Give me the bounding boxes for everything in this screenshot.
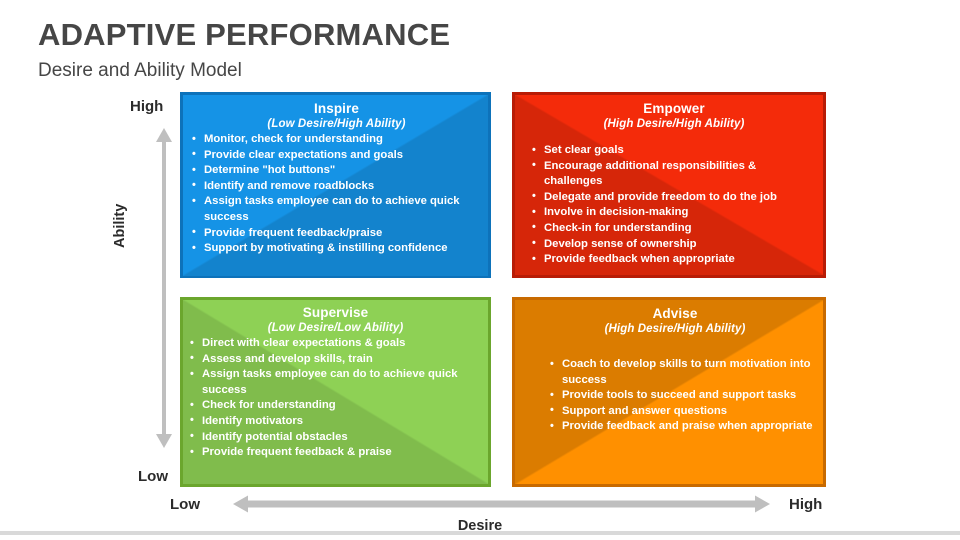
footer-divider	[0, 531, 960, 535]
quadrant-title: Inspire	[314, 101, 359, 116]
list-item: Assign tasks employee can do to achieve …	[191, 194, 482, 225]
list-item: Assess and develop skills, train	[189, 351, 482, 368]
list-item: Involve in decision-making	[531, 205, 817, 221]
list-item: Coach to develop skills to turn motivati…	[549, 356, 817, 388]
double-arrow-vertical-icon	[156, 128, 172, 448]
quadrant-subtitle: (High Desire/High Ability)	[604, 323, 746, 335]
y-axis-high-label: High	[130, 98, 164, 115]
list-item: Monitor, check for understanding	[191, 132, 482, 148]
list-item: Provide feedback when appropriate	[531, 252, 817, 268]
list-item: Delegate and provide freedom to do the j…	[531, 189, 817, 206]
list-item: Identify potential obstacles	[189, 429, 482, 446]
quadrant-bullet-list: Direct with clear expectations & goals A…	[189, 336, 482, 461]
quadrant-supervise[interactable]: Supervise (Low Desire/Low Ability) Direc…	[180, 297, 491, 487]
list-item: Direct with clear expectations & goals	[189, 336, 482, 352]
quadrant-subtitle: (High Desire/High Ability)	[603, 118, 745, 130]
quadrant-title: Empower	[643, 101, 705, 116]
list-item: Assign tasks employee can do to achieve …	[189, 367, 482, 398]
list-item: Encourage additional responsibilities & …	[531, 158, 817, 190]
list-item: Check for understanding	[189, 398, 482, 414]
quadrant-bullet-list: Set clear goals Encourage additional res…	[531, 143, 817, 268]
list-item: Identify and remove roadblocks	[191, 178, 482, 195]
list-item: Provide frequent feedback/praise	[191, 225, 482, 242]
list-item: Support by motivating & instilling confi…	[191, 241, 482, 257]
quadrant-bullet-list: Monitor, check for understanding Provide…	[191, 132, 482, 257]
list-item: Develop sense of ownership	[531, 236, 817, 253]
y-axis-title: Ability	[112, 203, 128, 248]
page-subtitle: Desire and Ability Model	[38, 60, 242, 81]
list-item: Set clear goals	[531, 143, 817, 159]
list-item: Identify motivators	[189, 413, 482, 430]
double-arrow-horizontal-icon	[233, 495, 770, 513]
y-axis-low-label: Low	[138, 468, 168, 485]
list-item: Determine "hot buttons"	[191, 163, 482, 179]
quadrant-subtitle: (Low Desire/Low Ability)	[267, 322, 404, 334]
quadrant-title: Advise	[652, 306, 698, 321]
list-item: Provide frequent feedback & praise	[189, 445, 482, 461]
list-item: Provide clear expectations and goals	[191, 147, 482, 164]
x-axis-high-label: High	[789, 496, 823, 513]
x-axis-low-label: Low	[170, 496, 200, 513]
quadrant-advise[interactable]: Advise (High Desire/High Ability) Coach …	[512, 297, 826, 487]
quadrant-bullet-list: Coach to develop skills to turn motivati…	[533, 356, 817, 435]
quadrant-subtitle: (Low Desire/High Ability)	[267, 118, 406, 130]
quadrant-empower[interactable]: Empower (High Desire/High Ability) Set c…	[512, 92, 826, 278]
quadrant-inspire[interactable]: Inspire (Low Desire/High Ability) Monito…	[180, 92, 491, 278]
list-item: Provide tools to succeed and support tas…	[549, 388, 817, 404]
quadrant-title: Supervise	[302, 305, 369, 320]
list-item: Check-in for understanding	[531, 220, 817, 237]
list-item: Support and answer questions	[549, 403, 817, 420]
page-title: ADAPTIVE PERFORMANCE	[38, 17, 451, 52]
list-item: Provide feedback and praise when appropr…	[549, 419, 817, 435]
x-axis-title: Desire	[457, 518, 503, 534]
